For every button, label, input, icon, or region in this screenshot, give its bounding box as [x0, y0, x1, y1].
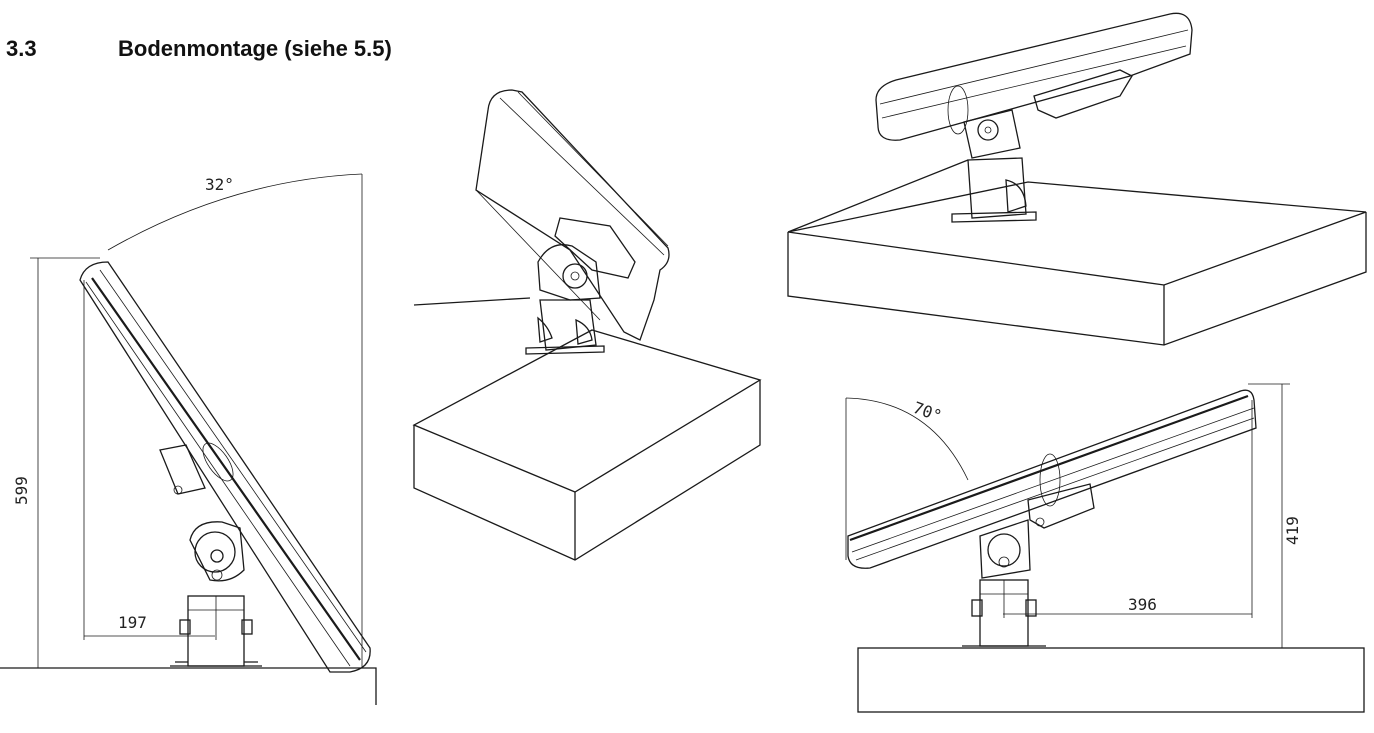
- driver-box-right-top: [1033, 69, 1133, 119]
- tilt-arc: [107, 173, 363, 251]
- pivot-bracket-right-bottom: [979, 519, 1031, 579]
- slab-right-bottom: [857, 647, 1365, 713]
- section-title: Bodenmontage (siehe 5.5): [118, 36, 392, 61]
- height-label-left: 599: [12, 476, 31, 505]
- luminaire-body-left: [79, 261, 371, 673]
- driver-box-left: [159, 444, 206, 495]
- slab-sides-center: [413, 380, 761, 561]
- driver-box-center: [554, 217, 636, 279]
- side-view-70-degrees: 70° 419 396: [845, 383, 1365, 713]
- slab-sides-right: [787, 212, 1367, 346]
- luminaire-body-right-bottom: [847, 389, 1257, 569]
- pivot-bracket-center: [537, 244, 601, 301]
- base-stand-right-bottom: [962, 579, 1046, 647]
- isometric-view-flat: [787, 12, 1367, 346]
- base-stand-center: [525, 299, 605, 355]
- floor-outline: [0, 667, 377, 705]
- tilt-arc-right: [845, 397, 969, 481]
- driver-box-right-bottom: [1027, 483, 1095, 529]
- section-heading: 3.3 Bodenmontage (siehe 5.5): [6, 36, 392, 62]
- slab-top-right: [787, 159, 1367, 286]
- base-stand-left: [170, 595, 262, 667]
- tilt-angle-label-right: 70°: [911, 398, 945, 426]
- section-number: 3.3: [6, 36, 37, 61]
- tilt-angle-label-left: 32°: [205, 175, 234, 194]
- offset-label-left: 197: [118, 613, 147, 632]
- isometric-view-steep: [412, 89, 762, 561]
- offset-label-right: 396: [1128, 595, 1157, 614]
- luminaire-body-right-top: [875, 12, 1193, 141]
- height-label-right: 419: [1283, 516, 1302, 545]
- base-stand-right-top: [951, 157, 1037, 223]
- side-view-32-degrees: 32° 599 197: [0, 173, 377, 705]
- pivot-bracket-right-top: [963, 109, 1021, 159]
- luminaire-body-center: [475, 89, 670, 341]
- pivot-bracket-left: [189, 521, 245, 582]
